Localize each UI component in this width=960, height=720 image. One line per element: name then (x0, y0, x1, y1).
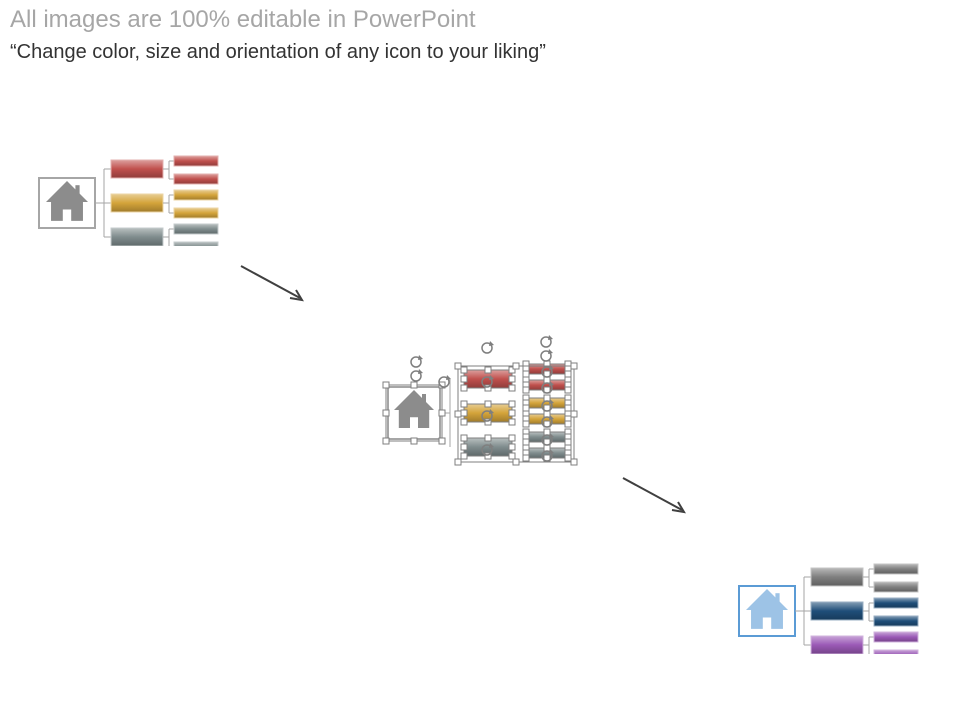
level-2-box (173, 223, 219, 235)
selection-handle (543, 394, 551, 402)
selection-handle (564, 386, 572, 394)
rotate-handle-icon (481, 375, 494, 388)
level-1-box (810, 635, 864, 654)
selection-handle (522, 438, 530, 446)
level-2-box (173, 189, 219, 201)
selection-handle (564, 420, 572, 428)
selection-handle (508, 452, 516, 460)
selection-handle (460, 384, 468, 392)
level-1-box (110, 193, 164, 213)
level-2-box (873, 649, 919, 654)
selection-handle (382, 409, 390, 417)
selection-handle (484, 434, 492, 442)
selection-handle (460, 418, 468, 426)
rotate-handle-icon (540, 335, 553, 348)
selection-handle (484, 400, 492, 408)
rotate-handle-icon (541, 381, 554, 394)
selection-handle (438, 409, 446, 417)
selection-handle (570, 458, 578, 466)
rotate-handle-icon (541, 433, 554, 446)
selection-handle (543, 444, 551, 452)
selection-handle (484, 384, 492, 392)
selection-handle (460, 366, 468, 374)
selection-handle (508, 443, 516, 451)
level-1-box (110, 159, 164, 179)
rotate-handle-icon (481, 341, 494, 354)
hierarchy-diagram-original[interactable] (36, 144, 226, 246)
level-2-box (873, 581, 919, 593)
selection-handle (438, 381, 446, 389)
selection-handle (382, 437, 390, 445)
level-2-box (873, 615, 919, 627)
rotate-handle-icon (540, 349, 553, 362)
rotate-handle-icon (481, 409, 494, 422)
page-heading: All images are 100% editable in PowerPoi… (10, 6, 476, 33)
rotate-handle-icon (410, 369, 423, 382)
selection-handle (484, 452, 492, 460)
selection-handle (570, 410, 578, 418)
selection-handle (508, 384, 516, 392)
selection-handle (543, 428, 551, 436)
selection-handle (522, 454, 530, 462)
rotate-handle-icon (541, 399, 554, 412)
selection-handle (460, 452, 468, 460)
selection-handle (564, 438, 572, 446)
hierarchy-diagram-recolored[interactable] (736, 552, 926, 654)
level-2-box (173, 207, 219, 219)
selection-handle (410, 437, 418, 445)
selection-handle (454, 458, 462, 466)
selection-handle (460, 400, 468, 408)
selection-handle (508, 409, 516, 417)
level-2-box (173, 241, 219, 246)
selection-handle (438, 437, 446, 445)
selection-handle (564, 370, 572, 378)
page-subheading: “Change color, size and orientation of a… (10, 41, 546, 63)
rotate-handle-icon (481, 443, 494, 456)
level-2-box (173, 173, 219, 185)
selection-handle (522, 404, 530, 412)
selection-handle (522, 370, 530, 378)
selection-handle (508, 375, 516, 383)
selection-handle (512, 362, 520, 370)
level-2-box (873, 597, 919, 609)
selection-handle (522, 420, 530, 428)
level-1-box (810, 601, 864, 621)
selection-handle (484, 418, 492, 426)
rotate-handle-icon (438, 375, 451, 388)
selection-handle (522, 386, 530, 394)
selection-handle (564, 404, 572, 412)
rotate-handle-icon (541, 449, 554, 462)
home-icon (38, 177, 96, 229)
selection-handle (460, 375, 468, 383)
selection-handle (484, 366, 492, 374)
home-icon (738, 585, 796, 637)
selection-handle (454, 362, 462, 370)
level-2-box (173, 155, 219, 167)
arrow-icon (240, 265, 304, 302)
level-2-box (873, 631, 919, 643)
selection-handle (508, 418, 516, 426)
selection-handle (508, 366, 516, 374)
level-2-box (873, 563, 919, 575)
selection-handle (410, 381, 418, 389)
arrow-icon (622, 477, 686, 514)
selection-handle (460, 443, 468, 451)
selection-handle (564, 454, 572, 462)
rotate-handle-icon (410, 355, 423, 368)
selection-handle (382, 381, 390, 389)
selection-handle (512, 458, 520, 466)
selection-handle (508, 434, 516, 442)
level-1-box (810, 567, 864, 587)
selection-handle (508, 400, 516, 408)
level-1-box (110, 227, 164, 246)
selection-handle (460, 409, 468, 417)
selection-handle (454, 410, 462, 418)
rotate-handle-icon (541, 415, 554, 428)
selection-handle (543, 410, 551, 418)
home-icon (387, 386, 441, 440)
selection-handle (460, 434, 468, 442)
selection-handle (570, 362, 578, 370)
selection-handle (543, 376, 551, 384)
hierarchy-diagram-selected[interactable] (380, 332, 580, 472)
